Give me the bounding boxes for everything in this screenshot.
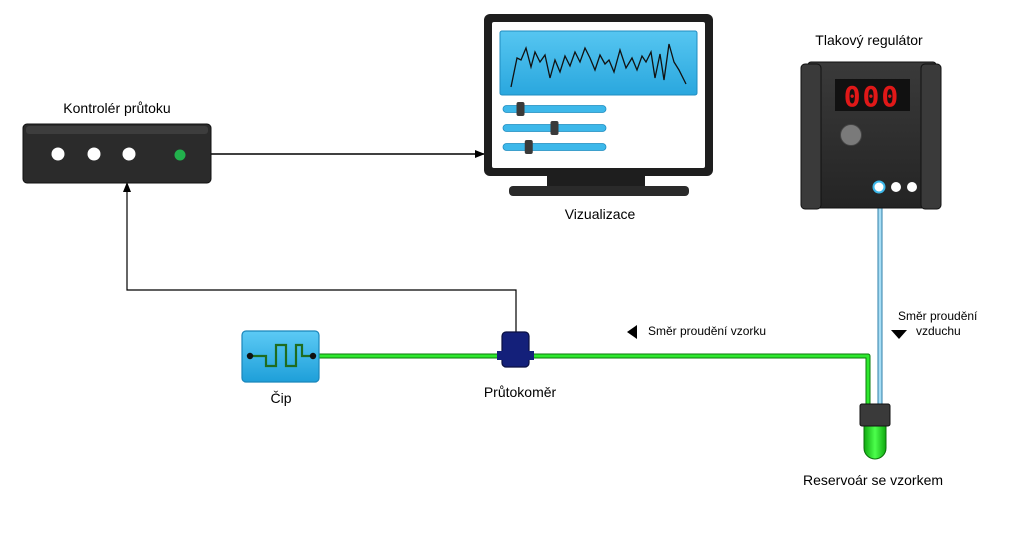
reservoir-cap xyxy=(859,403,891,427)
flow-meter xyxy=(497,331,534,368)
chip-body xyxy=(241,330,320,383)
controller-led-3 xyxy=(122,147,136,161)
regulator-knob[interactable] xyxy=(840,124,862,146)
flow-controller-label: Kontrolér průtoku xyxy=(63,100,171,116)
regulator-port-2 xyxy=(891,182,901,192)
microfluidic-chip xyxy=(241,330,320,383)
slider-track-1[interactable] xyxy=(502,105,607,113)
sample-reservoir xyxy=(859,403,891,460)
sample-tube-core xyxy=(315,354,870,418)
visualization-monitor xyxy=(484,14,713,196)
regulator-right-rail xyxy=(920,63,942,210)
chip-outlet xyxy=(309,352,317,360)
waveform-line xyxy=(510,43,687,88)
monitor-stand-neck xyxy=(547,176,645,188)
regulator-port-3 xyxy=(907,182,917,192)
controller-led-2 xyxy=(87,147,101,161)
pressure-regulator: 000 xyxy=(800,61,942,210)
flowmeter-to-controller-arrow xyxy=(123,182,517,334)
regulator-display-value: 000 xyxy=(844,80,901,113)
flow-meter-label: Průtokoměr xyxy=(483,384,557,400)
monitor-stand-base xyxy=(509,186,689,196)
air-flow-direction-label-line2: vzduchu xyxy=(916,324,961,338)
slider-thumb-2[interactable] xyxy=(550,121,559,135)
flow-meter-body xyxy=(501,331,530,368)
air-flow-direction-label-line1: Směr proudění xyxy=(898,309,978,323)
reservoir-tube xyxy=(863,419,887,460)
chip-label: Čip xyxy=(270,390,292,406)
chart-panel xyxy=(499,30,698,96)
slider-group xyxy=(502,102,607,154)
chip-inlet xyxy=(246,352,254,360)
triangle-left-icon xyxy=(627,325,637,339)
sample-flow-direction-label: Směr proudění vzorku xyxy=(648,324,767,338)
flow-controller xyxy=(22,123,212,184)
controller-led-1 xyxy=(51,147,65,161)
slider-thumb-3[interactable] xyxy=(524,140,533,154)
tubes xyxy=(315,188,883,418)
controller-led-status xyxy=(174,149,186,161)
regulator-display-panel xyxy=(835,79,910,111)
slider-track-3[interactable] xyxy=(502,143,607,151)
sample-tube xyxy=(315,353,871,418)
regulator-port-1 xyxy=(872,180,886,194)
chip-channel xyxy=(250,343,315,368)
flow-controller-body xyxy=(22,123,212,184)
signal-lines xyxy=(123,150,517,334)
slider-thumb-1[interactable] xyxy=(516,102,525,116)
pressure-regulator-label: Tlakový regulátor xyxy=(815,32,923,48)
visualization-label: Vizualizace xyxy=(564,206,636,222)
regulator-left-rail xyxy=(800,63,822,210)
triangle-down-icon xyxy=(891,330,907,339)
sample-reservoir-label: Reservoár se vzorkem xyxy=(802,472,944,488)
